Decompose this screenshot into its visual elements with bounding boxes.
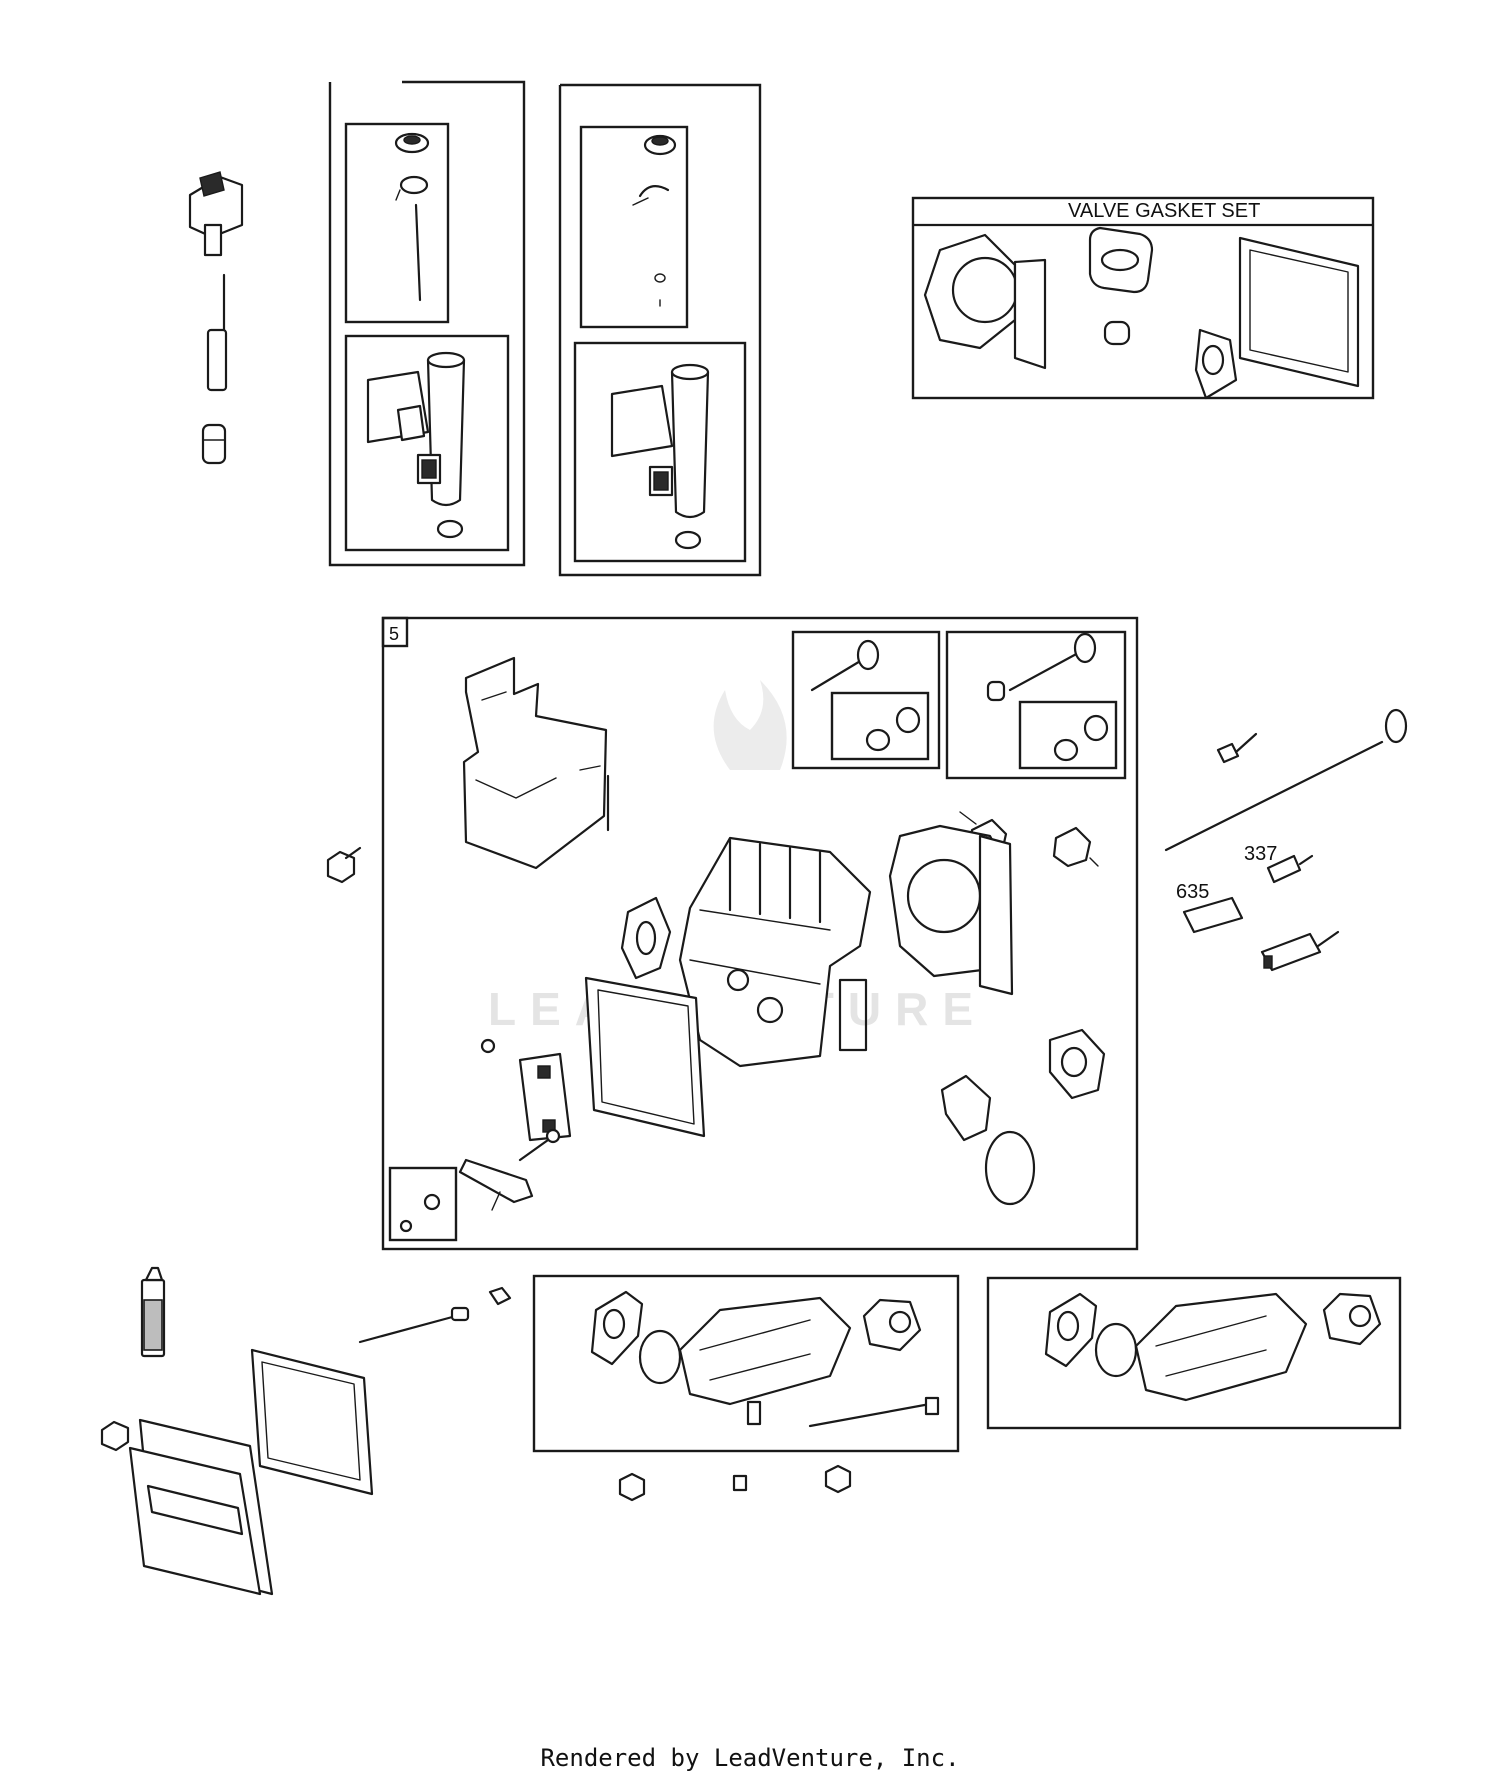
footer-credit: Rendered by LeadVenture, Inc. (540, 1744, 960, 1772)
kit-title: VALVE GASKET SET (1068, 200, 1260, 222)
part-label-635: 635 (1176, 881, 1209, 903)
bolt-left (326, 846, 362, 884)
dipstick-tube-box-2 (558, 83, 762, 577)
intake-box-1 (532, 1274, 960, 1453)
part-label-337: 337 (1244, 843, 1277, 865)
intake-box-2 (986, 1276, 1402, 1430)
dipstick-assembly (188, 171, 244, 465)
dipstick-tube-box-1 (328, 80, 526, 567)
right-valve-parts: 337 635 (1164, 708, 1408, 972)
cylinder-head-panel: 5 (381, 616, 1139, 1251)
valve-gasket-set: VALVE GASKET SET (911, 196, 1375, 400)
panel-number: 5 (389, 624, 399, 644)
rocker-cover-assembly (100, 1266, 512, 1596)
bolts-bottom (618, 1464, 852, 1502)
